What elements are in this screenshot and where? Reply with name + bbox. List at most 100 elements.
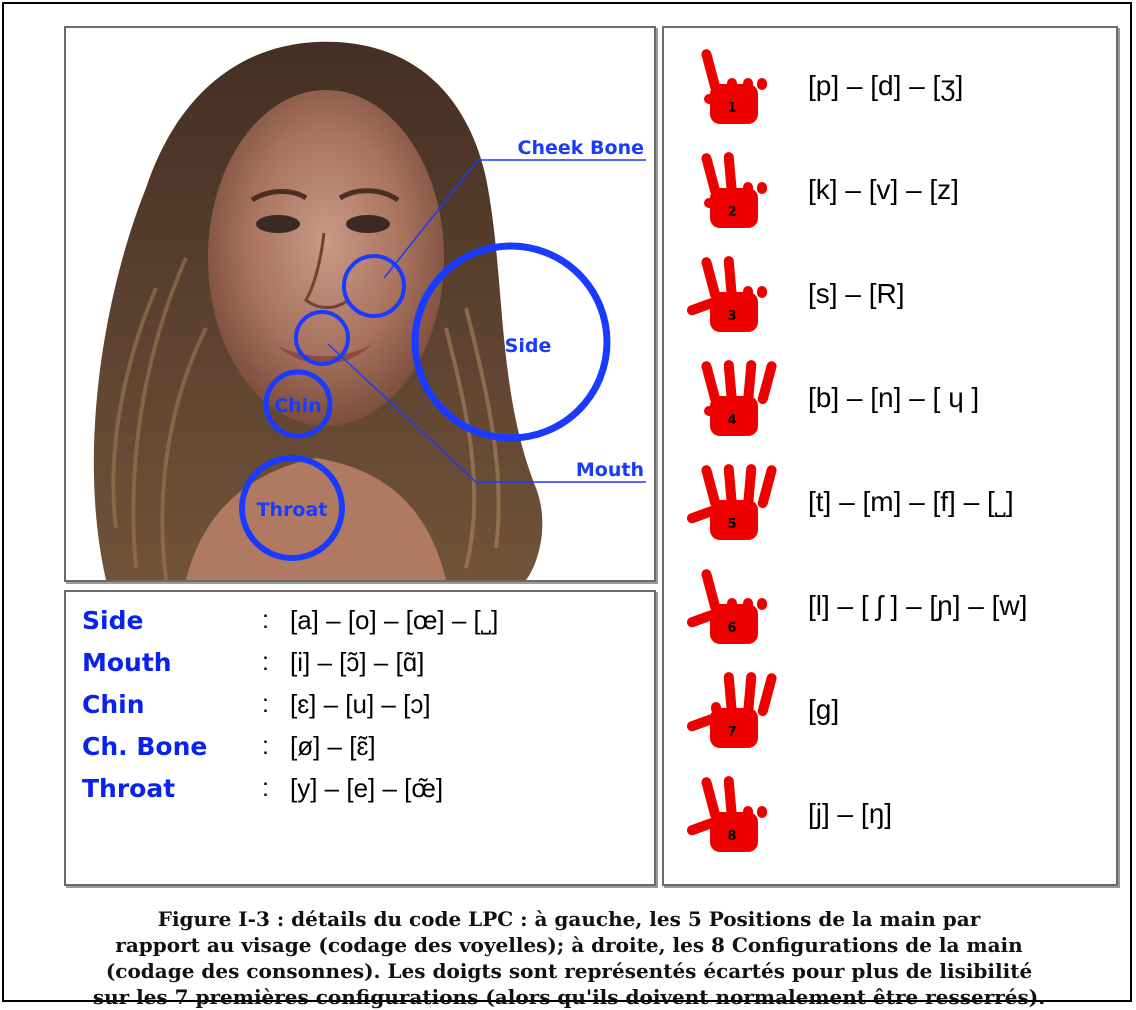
legend-phonemes: [i] – [ɔ̃] – [ɑ̃] [290, 646, 425, 677]
hand-consonants: [b] – [n] – [ ɥ ] [808, 382, 980, 413]
throat-label: Throat [257, 499, 328, 521]
hand-configuration-row: 1 [p] – [d] – [ʒ] [664, 38, 1116, 134]
legend-row-side: Side : [a] – [o] – [œ] – [˽] [82, 600, 498, 640]
hand-consonants: [p] – [d] – [ʒ] [808, 70, 964, 101]
hand-shape-icon: 4 [701, 360, 777, 436]
face-panel: Cheek Bone Mouth Side Chin Throat [64, 26, 656, 582]
hand-consonants: [l] – [ ʃ ] – [ɲ] – [w] [808, 590, 1028, 621]
palm-shape [710, 604, 758, 644]
hand-configurations-panel: 1[p] – [d] – [ʒ]2[k] – [v] – [z]3[s] – [… [662, 26, 1118, 886]
hand-number: 4 [727, 413, 736, 428]
hand-number: 8 [727, 829, 736, 844]
hair-strands-left [111, 257, 208, 580]
legend-row-mouth: Mouth : [i] – [ɔ̃] – [ɑ̃] [82, 642, 424, 682]
legend-position-name: Mouth [82, 647, 172, 677]
hand-consonants: [j] – [ŋ] [808, 798, 893, 829]
hand-configuration-row: 7 [g] [664, 662, 1116, 758]
legend-position-name: Ch. Bone [82, 731, 208, 761]
legend-colon: : [262, 689, 269, 718]
hand-shape-icon: 5 [686, 464, 777, 540]
hand-configuration-row: 4 [b] – [n] – [ ɥ ] [664, 350, 1116, 446]
hand-number: 3 [727, 309, 736, 324]
legend-row-throat: Throat : [y] – [e] – [œ̃] [82, 768, 443, 808]
finger-folded-shape [757, 182, 767, 194]
legend-position-name: Chin [82, 689, 145, 719]
mouth-leader [327, 343, 646, 483]
palm-shape [710, 292, 758, 332]
palm-shape [710, 84, 758, 124]
hand-consonants: [t] – [m] – [f] – [˽] [808, 486, 1014, 517]
finger-extended-shape [701, 153, 721, 197]
finger-extended-shape [743, 360, 757, 405]
legend-phonemes: [a] – [o] – [œ] – [˽] [290, 604, 499, 635]
legend-row-chin: Chin : [ɛ] – [u] – [ɔ] [82, 684, 431, 724]
side-circle [411, 242, 611, 442]
nose [304, 232, 349, 309]
palm-shape [710, 500, 758, 540]
thumb-shape [686, 818, 716, 836]
side-label: Side [505, 335, 552, 357]
hand-consonants: [g] [808, 694, 840, 725]
cheek-bone-leader [383, 159, 646, 279]
hand-configuration-row: 3 [s] – [R] [664, 246, 1116, 342]
finger-folded-shape [743, 806, 753, 818]
throat-circle [239, 455, 345, 561]
hand-consonants: [k] – [v] – [z] [808, 174, 959, 205]
legend-colon: : [262, 773, 269, 802]
lips [278, 344, 372, 364]
hand-configuration-row: 8 [j] – [ŋ] [664, 766, 1116, 862]
palm-shape [710, 708, 758, 748]
hand-shape-icon: 3 [686, 256, 767, 332]
legend-colon: : [262, 605, 269, 634]
legend-position-name: Throat [82, 773, 176, 803]
hand-shape-icon: 6 [686, 569, 767, 644]
finger-extended-shape [701, 361, 721, 405]
finger-extended-shape [723, 464, 737, 509]
thumb-folded-shape [704, 198, 718, 208]
finger-folded-shape [711, 702, 721, 714]
finger-extended-shape [701, 49, 721, 93]
palm-shape [710, 188, 758, 228]
caption-line: rapport au visage (codage des voyelles);… [115, 933, 1023, 957]
chin-label: Chin [274, 395, 322, 417]
hand-consonants: [s] – [R] [808, 278, 905, 309]
legend-phonemes: [ø] – [ɛ̃] [290, 730, 376, 761]
hand-number: 1 [727, 101, 736, 116]
finger-extended-shape [743, 464, 757, 509]
caption-line: (codage des consonnes). Les doigts sont … [105, 959, 1033, 983]
palm-shape [710, 396, 758, 436]
thumb-shape [686, 506, 716, 524]
finger-folded-shape [727, 78, 737, 90]
finger-folded-shape [757, 78, 767, 90]
cheek-bone-circle [342, 254, 406, 318]
legend-position-name: Side [82, 605, 144, 635]
shoulders [186, 458, 446, 580]
finger-extended-shape [757, 673, 777, 717]
finger-extended-shape [723, 360, 737, 405]
finger-extended-shape [757, 361, 777, 405]
finger-extended-shape [723, 776, 737, 821]
vowel-legend: Side : [a] – [o] – [œ] – [˽] Mouth : [i]… [64, 590, 656, 886]
hand-number: 7 [727, 725, 736, 740]
finger-folded-shape [743, 598, 753, 610]
thumb-shape [686, 298, 716, 316]
legend-row-cheek-bone: Ch. Bone : [ø] – [ɛ̃] [82, 726, 376, 766]
hand-shape-icon: 8 [686, 776, 767, 852]
thumb-shape [686, 610, 716, 628]
hand-shape-icon: 7 [686, 672, 777, 748]
thumb-folded-shape [704, 94, 718, 104]
hand-configuration-row: 6 [l] – [ ʃ ] – [ɲ] – [w] [664, 558, 1116, 654]
chin-circle [263, 369, 333, 439]
finger-extended-shape [723, 152, 737, 197]
mouth-label: Mouth [576, 459, 644, 481]
right-eye [346, 215, 390, 233]
thumb-folded-shape [704, 406, 718, 416]
finger-folded-shape [757, 806, 767, 818]
hand-shape-icon: 1 [701, 49, 767, 124]
finger-folded-shape [743, 286, 753, 298]
finger-extended-shape [757, 465, 777, 509]
legend-colon: : [262, 731, 269, 760]
finger-folded-shape [743, 78, 753, 90]
legend-phonemes: [y] – [e] – [œ̃] [290, 772, 444, 803]
